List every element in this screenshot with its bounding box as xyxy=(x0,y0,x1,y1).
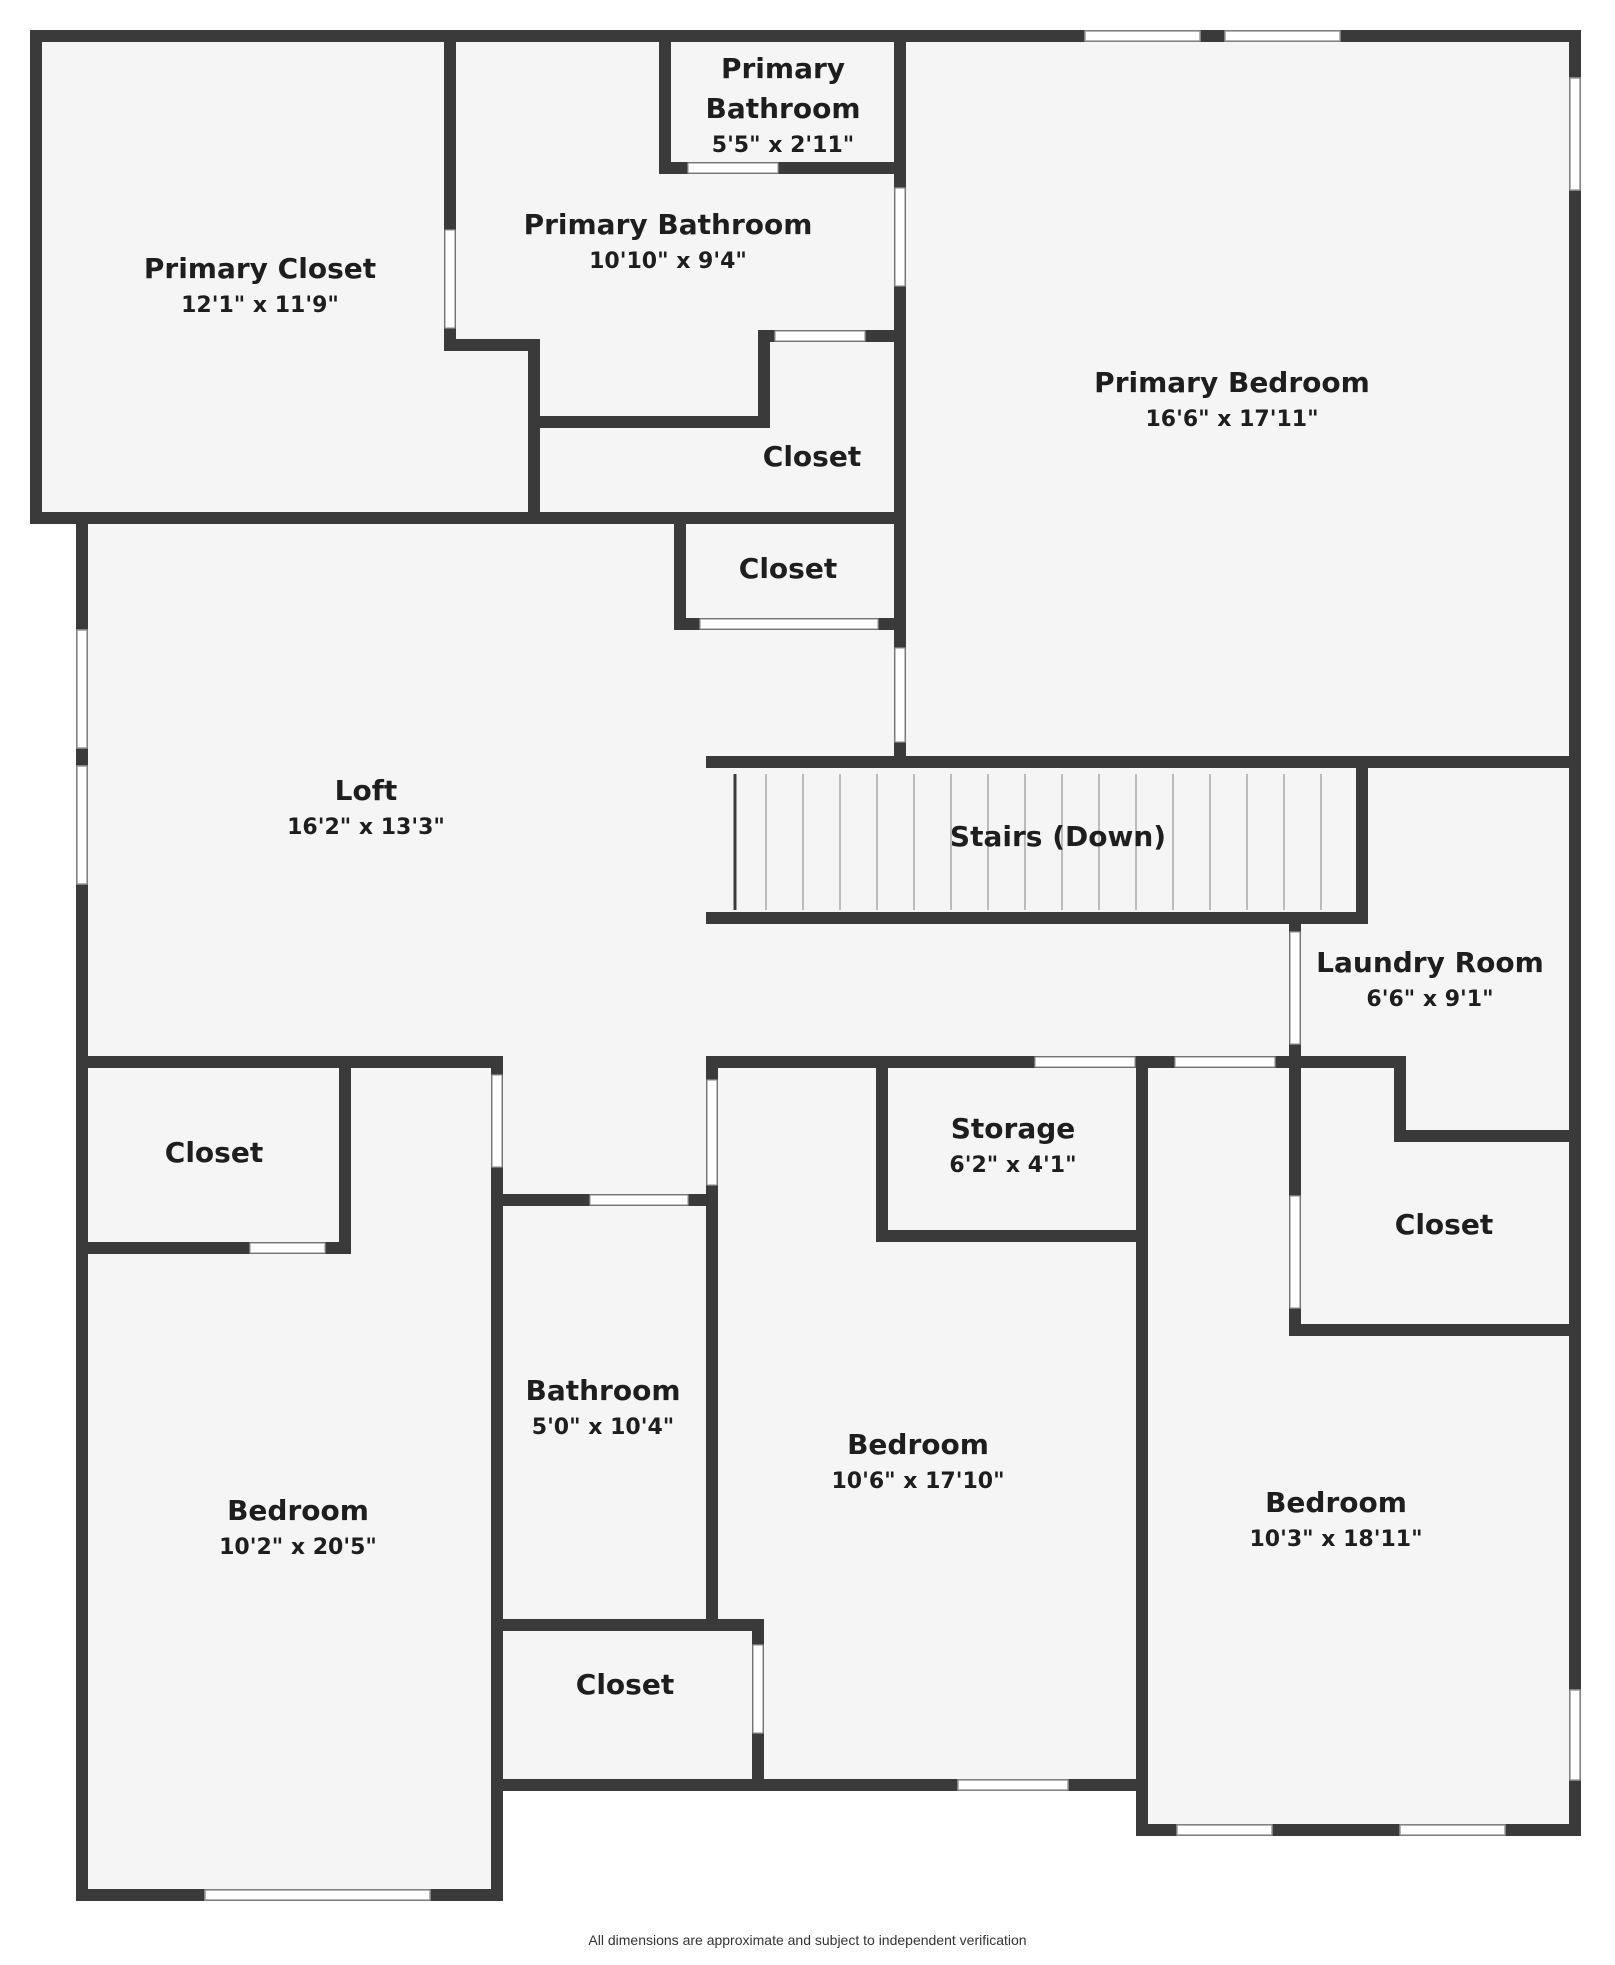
room-dimensions: 10'6" x 17'10" xyxy=(831,1469,1004,1494)
room-dimensions: 10'10" x 9'4" xyxy=(589,249,747,274)
room-name: Closet xyxy=(1395,1208,1493,1241)
room-name: Closet xyxy=(763,440,861,473)
room-dimensions: 6'2" x 4'1" xyxy=(949,1153,1076,1178)
room-dimensions: 12'1" x 11'9" xyxy=(181,293,339,318)
room-dimensions: 16'2" x 13'3" xyxy=(287,815,445,840)
stairs-treads xyxy=(733,774,1322,910)
room-dimensions: 6'6" x 9'1" xyxy=(1366,987,1493,1012)
window xyxy=(957,1779,1069,1791)
window xyxy=(1084,30,1201,42)
upper-floor-area xyxy=(36,40,1575,1895)
disclaimer-note: All dimensions are approximate and subje… xyxy=(588,1932,1027,1948)
room-name: Loft xyxy=(335,774,398,807)
window xyxy=(1176,1824,1273,1836)
room-name: Closet xyxy=(576,1668,674,1701)
room-name: Stairs (Down) xyxy=(950,820,1166,853)
room-name: Primary Bathroom xyxy=(524,208,813,241)
room-name: Bathroom xyxy=(525,1374,680,1407)
room-dimensions: 5'5" x 2'11" xyxy=(712,133,854,158)
room-name: Primary xyxy=(721,52,845,85)
room-name: Bathroom xyxy=(705,92,860,125)
window xyxy=(1399,1824,1506,1836)
windows xyxy=(76,30,1581,1901)
room-dimensions: 5'0" x 10'4" xyxy=(532,1415,674,1440)
window xyxy=(1224,30,1341,42)
window xyxy=(76,629,88,749)
room-name: Bedroom xyxy=(1265,1486,1407,1519)
room-dimensions: 10'3" x 18'11" xyxy=(1249,1527,1422,1552)
room-name: Primary Closet xyxy=(144,252,376,285)
window xyxy=(76,765,88,885)
room-name: Bedroom xyxy=(227,1494,369,1527)
room-dimensions: 10'2" x 20'5" xyxy=(219,1535,377,1560)
room-name: Closet xyxy=(739,552,837,585)
door-openings xyxy=(249,162,1301,1734)
window xyxy=(1569,1689,1581,1781)
room-name: Closet xyxy=(165,1136,263,1169)
room-name: Bedroom xyxy=(847,1428,989,1461)
room-labels: Primary Closet 12'1" x 11'9" Primary Bat… xyxy=(144,52,1544,1701)
floor-areas xyxy=(36,40,1575,1895)
window xyxy=(204,1889,431,1901)
room-name: Storage xyxy=(951,1112,1076,1145)
room-name: Laundry Room xyxy=(1316,946,1544,979)
room-name: Primary Bedroom xyxy=(1094,366,1370,399)
room-dimensions: 16'6" x 17'11" xyxy=(1145,407,1318,432)
window xyxy=(1569,77,1581,191)
